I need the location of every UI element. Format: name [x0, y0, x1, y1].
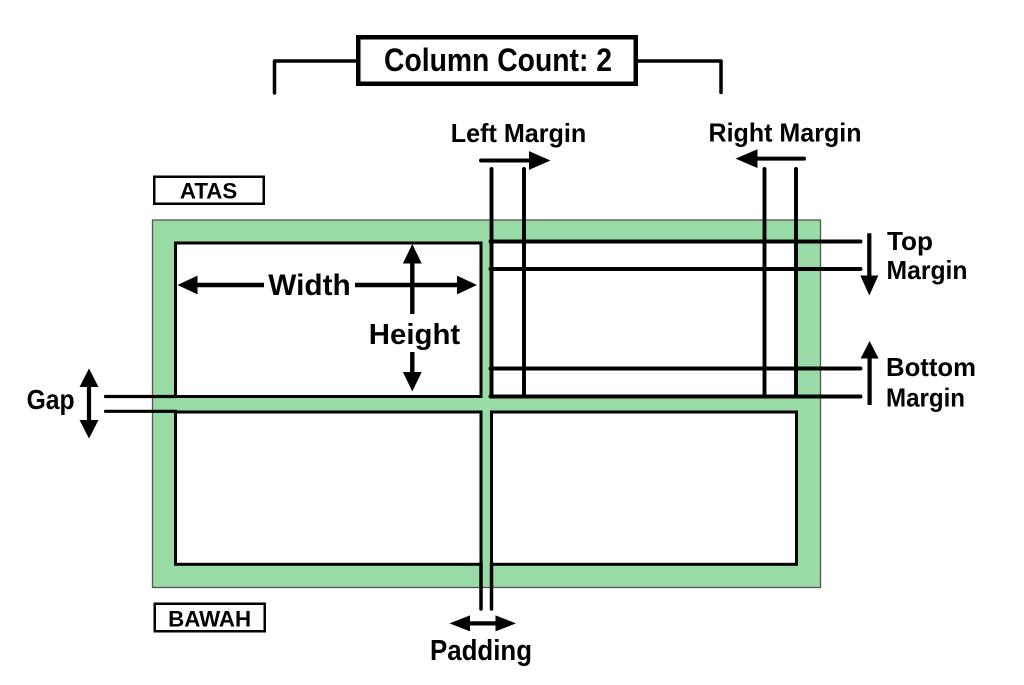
svg-text:Height: Height	[369, 319, 461, 351]
svg-text:Right Margin: Right Margin	[709, 118, 862, 148]
svg-text:Bottom: Bottom	[886, 352, 976, 382]
svg-text:Margin: Margin	[887, 255, 968, 285]
svg-text:ATAS: ATAS	[180, 178, 237, 203]
svg-text:Padding: Padding	[430, 635, 532, 667]
svg-text:Top: Top	[887, 226, 933, 256]
svg-text:Gap: Gap	[27, 384, 75, 415]
svg-text:Width: Width	[268, 269, 351, 302]
svg-text:Column Count: 2: Column Count: 2	[384, 42, 612, 78]
svg-text:Margin: Margin	[886, 383, 965, 413]
svg-text:BAWAH: BAWAH	[168, 607, 251, 632]
svg-text:Left Margin: Left Margin	[451, 118, 587, 148]
